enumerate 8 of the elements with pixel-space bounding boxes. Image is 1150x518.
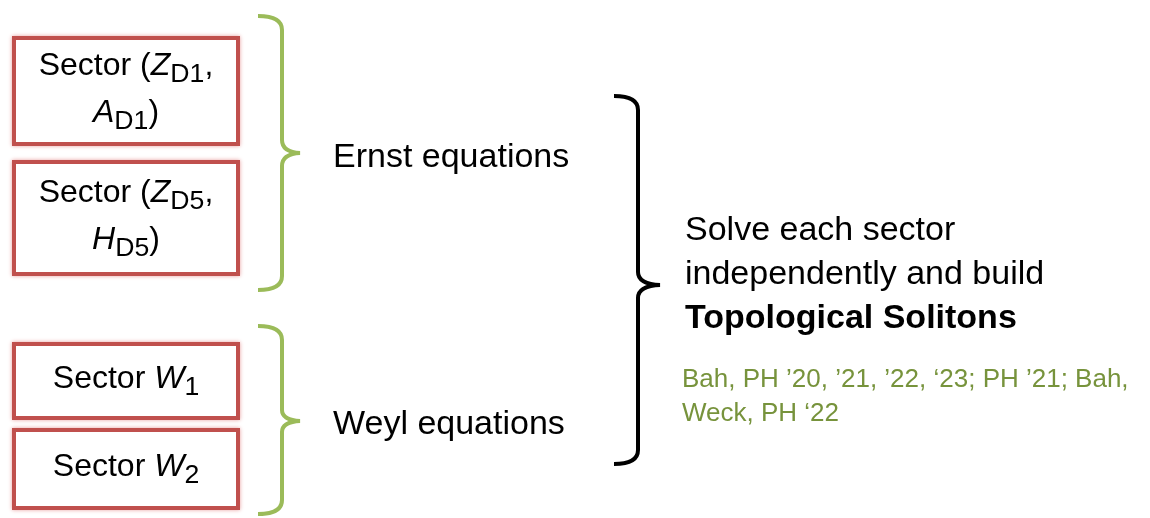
sector-box: Sector W$_{1}$ (12, 342, 240, 420)
sector-box: Sector (Z$_{D5}$, H$_{D5}$) (12, 160, 240, 276)
equation-label: Weyl equations (333, 402, 566, 443)
citation-text: Bah, PH ’20, ’21, ’22, ‘23; PH ’21; Bah, Weck, PH ‘22 (682, 362, 1130, 429)
sector-box: Sector W$_{2}$ (12, 428, 240, 510)
sector-box: Sector (Z$_{D1}$, A$_{D1}$) (12, 36, 240, 146)
equation-label: Ernst equations (333, 135, 571, 176)
result-text: Solve each sector independently and build Topological Solitons (685, 208, 1046, 338)
